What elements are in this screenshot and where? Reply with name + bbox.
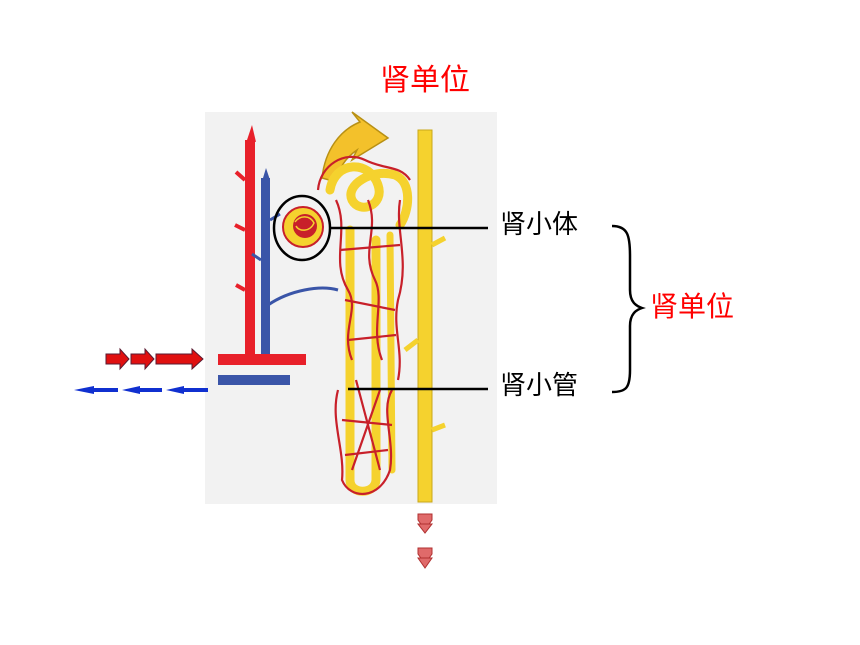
renal-tubule — [325, 162, 413, 496]
artery-horizontal — [218, 354, 306, 365]
artery-vertical — [234, 125, 256, 362]
diagram-title: 肾单位 — [380, 63, 470, 98]
vein-horizontal — [218, 375, 290, 385]
label-renal-corpuscle: 肾小体 — [500, 210, 579, 240]
label-nephron: 肾单位 — [650, 290, 735, 323]
capillary-network — [316, 155, 411, 495]
collecting-duct — [403, 129, 447, 503]
label-renal-tubule: 肾小管 — [500, 371, 579, 401]
glomerulus — [282, 206, 324, 248]
curly-brace — [611, 224, 646, 394]
outflow-arrows — [74, 386, 208, 394]
inflow-arrows — [105, 347, 204, 371]
urine-flow-arrows — [416, 513, 434, 569]
